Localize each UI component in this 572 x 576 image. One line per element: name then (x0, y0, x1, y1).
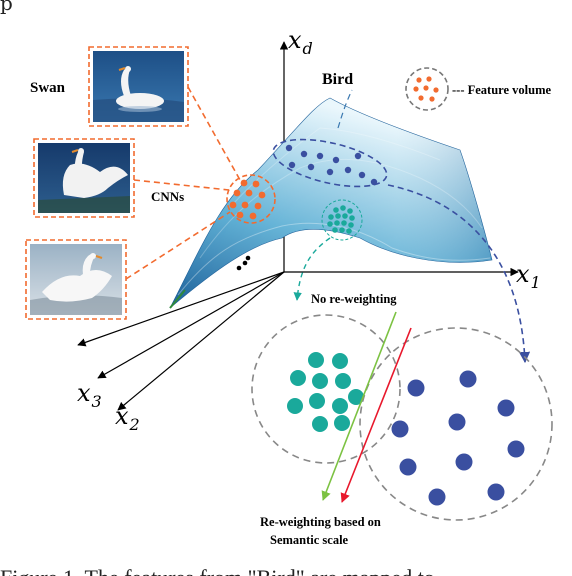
feature-volume-legend: --- Feature volume (405, 67, 551, 111)
no-reweighting-boundary (321, 311, 397, 501)
swan-label: Swan (30, 80, 66, 96)
bird-cluster-boundary (272, 138, 388, 188)
axis-x2 (117, 271, 285, 411)
teal-cluster-arrow (293, 237, 331, 301)
swan-image-1 (88, 46, 189, 127)
bird-cluster-arrow (387, 184, 531, 364)
bird-feature-cluster (272, 138, 388, 188)
axis-xd-label: xd (288, 26, 313, 58)
cnns-label: CNNs (151, 189, 184, 204)
swan-image-2 (33, 138, 135, 218)
reweighting-boundary (340, 327, 412, 503)
axis-x2-label: x2 (115, 402, 140, 434)
navy-volume-boundary (359, 327, 553, 521)
navy-feature-volume (359, 327, 553, 521)
axis-labels: xd x1 x3 x2 (77, 26, 541, 434)
ellipsis-dots (236, 255, 251, 271)
feature-volume-label: --- Feature volume (452, 83, 551, 97)
reweighting-label-line1: Re-weighting based on (260, 515, 381, 529)
axis-x3 (97, 271, 285, 379)
axis-x3-label: x3 (77, 379, 102, 411)
teal-feature-cluster (321, 199, 363, 241)
surface-tip (169, 289, 186, 309)
image-to-cluster-connectors (125, 86, 241, 280)
reweighting-label-line2: Semantic scale (270, 533, 349, 547)
axis-extra-1 (77, 271, 285, 347)
axis-x1-label: x1 (516, 260, 541, 292)
swan-image-3 (25, 239, 127, 320)
teal-volume-boundary (251, 314, 401, 464)
bird-pointer-line (337, 89, 353, 129)
top-text-fragment: p (0, 0, 13, 15)
figure-caption: Figure 1. The features from "Bird" are m… (0, 565, 435, 576)
bird-label: Bird (322, 71, 353, 88)
legend-circle (405, 67, 449, 111)
no-reweighting-label: No re-weighting (311, 292, 397, 306)
swan-feature-cluster (226, 174, 276, 224)
teal-feature-volume (251, 314, 401, 464)
axes (77, 41, 519, 411)
